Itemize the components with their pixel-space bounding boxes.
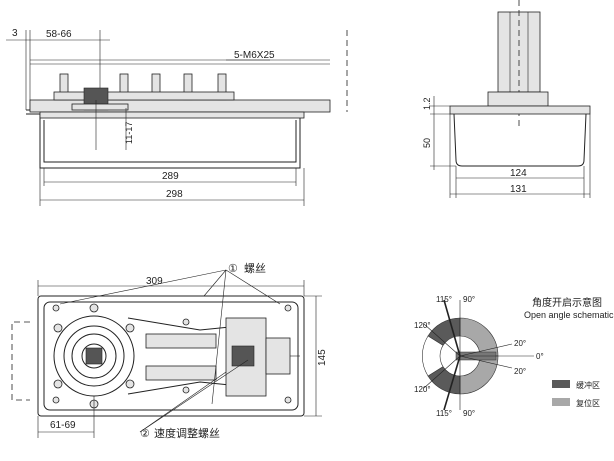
- dim-145: 145: [317, 349, 328, 366]
- angle-115-top: 115°: [436, 295, 452, 304]
- dim-309: 309: [146, 276, 163, 287]
- callout-speed-number: ②: [140, 428, 150, 440]
- angle-120-top: 120°: [414, 321, 431, 330]
- angle-schematic: 角度开启示意图 Open angle schematic 115° 90° 12…: [414, 295, 614, 418]
- angle-legend: 缓冲区 复位区: [552, 380, 600, 408]
- angle-title-en: Open angle schematic: [524, 310, 614, 320]
- angle-90-top: 90°: [463, 295, 475, 304]
- callout-speed-label: 速度调整螺丝: [154, 426, 220, 440]
- angle-arc-diagram: [422, 299, 534, 411]
- plan-view: 309: [11, 262, 328, 440]
- dim-11-17: 11-17: [124, 122, 134, 144]
- legend-label-buffer: 缓冲区: [576, 380, 600, 390]
- dim-1-2: 1.2: [422, 97, 432, 110]
- mounting-studs: [53, 73, 235, 111]
- angle-115-bottom: 115°: [436, 409, 452, 418]
- legend-swatch-buffer: [552, 380, 570, 388]
- angle-20-bottom: 20°: [514, 367, 526, 376]
- angle-20-top: 20°: [514, 339, 526, 348]
- angle-90-bottom: 90°: [463, 409, 475, 418]
- dim-61-69: 61-69: [50, 420, 76, 431]
- legend-label-reset: 复位区: [576, 398, 600, 408]
- dim-131: 131: [510, 184, 527, 195]
- front-view: 3 58-66 5-M6X25 11-17: [6, 28, 348, 206]
- dim-124: 124: [510, 168, 527, 179]
- dim-3: 3: [12, 28, 18, 39]
- dim-5-m6x25: 5-M6X25: [234, 50, 275, 61]
- angle-120-bottom: 120°: [414, 385, 431, 394]
- dim-58-66: 58-66: [46, 29, 72, 40]
- dim-298: 298: [166, 189, 183, 200]
- dim-289: 289: [162, 171, 179, 182]
- callout-screw-label: 螺丝: [244, 262, 266, 275]
- callout-screw-number: ①: [228, 263, 238, 275]
- angle-0: 0°: [536, 352, 544, 361]
- legend-swatch-reset: [552, 398, 570, 406]
- spindle-assembly: [53, 303, 135, 409]
- angle-title-cn: 角度开启示意图: [532, 296, 602, 309]
- side-view: 1.2 50 124 131: [422, 0, 591, 198]
- dim-50: 50: [422, 138, 432, 148]
